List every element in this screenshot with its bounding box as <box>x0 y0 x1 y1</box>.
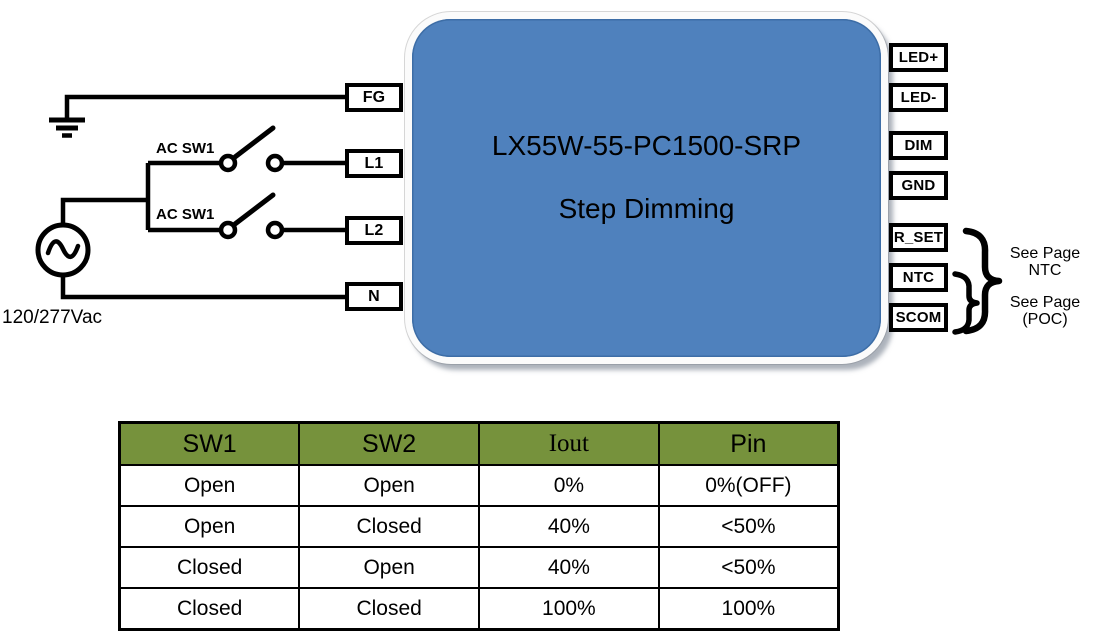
cell-pin: 0%(OFF) <box>657 464 840 507</box>
cell-sw2: Closed <box>298 505 480 548</box>
sw2-label: AC SW1 <box>156 206 215 223</box>
cell-sw1: Closed <box>118 587 301 631</box>
terminal-n: N <box>345 282 403 311</box>
driver-block: LX55W-55-PC1500-SRP Step Dimming <box>405 12 888 364</box>
note-line: NTC <box>1028 262 1062 279</box>
table-header-row: SW1 SW2 Iout Pin <box>118 421 840 466</box>
cell-sw1: Closed <box>118 546 301 589</box>
brace-large-icon <box>962 227 1003 335</box>
terminal-ntc: NTC <box>889 263 948 292</box>
cell-pin: <50% <box>657 505 840 548</box>
sw1-label: AC SW1 <box>156 140 215 157</box>
terminal-led-plus: LED+ <box>889 43 948 72</box>
terminal-rset: R_SET <box>889 223 948 252</box>
header-pin: Pin <box>657 421 840 466</box>
table-row: Closed Open 40% <50% <box>118 546 840 589</box>
ac-source-icon <box>35 222 91 278</box>
cell-pin: <50% <box>657 546 840 589</box>
note-line: See Page <box>1009 294 1081 311</box>
terminal-l2: L2 <box>345 216 403 245</box>
terminal-fg: FG <box>345 83 403 112</box>
terminal-led-minus: LED- <box>889 83 948 112</box>
header-sw2: SW2 <box>298 421 480 466</box>
terminal-l1: L1 <box>345 149 403 178</box>
switch-sw1-icon <box>218 125 345 173</box>
source-top-wire <box>60 197 148 225</box>
source-voltage-label: 120/277Vac <box>2 307 103 328</box>
cell-sw1: Open <box>118 464 301 507</box>
driver-model: LX55W-55-PC1500-SRP <box>491 130 802 161</box>
earth-ground-icon <box>49 117 85 138</box>
cell-sw2: Closed <box>298 587 480 631</box>
header-sw1: SW1 <box>118 421 301 466</box>
terminal-scom: SCOM <box>889 303 948 332</box>
note-line: (POC) <box>1022 311 1068 328</box>
terminal-gnd: GND <box>889 171 948 200</box>
cell-sw2: Open <box>298 464 480 507</box>
cell-sw2: Open <box>298 546 480 589</box>
fg-wire <box>64 94 345 118</box>
table-row: Open Closed 40% <50% <box>118 505 840 548</box>
table-row: Open Open 0% 0%(OFF) <box>118 464 840 507</box>
switch-sw2-icon <box>218 192 345 240</box>
terminal-dim: DIM <box>889 131 948 160</box>
note-line: See Page <box>1009 245 1081 262</box>
table-row: Closed Closed 100% 100% <box>118 587 840 631</box>
cell-iout: 40% <box>478 505 660 548</box>
cell-pin: 100% <box>657 587 840 631</box>
cell-sw1: Open <box>118 505 301 548</box>
header-iout: Iout <box>478 421 660 466</box>
cell-iout: 100% <box>478 587 660 631</box>
cell-iout: 40% <box>478 546 660 589</box>
driver-block-edge <box>412 19 881 357</box>
note-see-page-poc: See Page (POC) <box>998 294 1092 328</box>
note-see-page-ntc: See Page NTC <box>998 245 1092 279</box>
cell-iout: 0% <box>478 464 660 507</box>
brace-small-icon <box>952 271 980 335</box>
driver-mode: Step Dimming <box>558 193 735 224</box>
dimming-table: SW1 SW2 Iout Pin Open Open 0% 0%(OFF) Op… <box>118 421 840 631</box>
n-wire <box>60 275 345 300</box>
